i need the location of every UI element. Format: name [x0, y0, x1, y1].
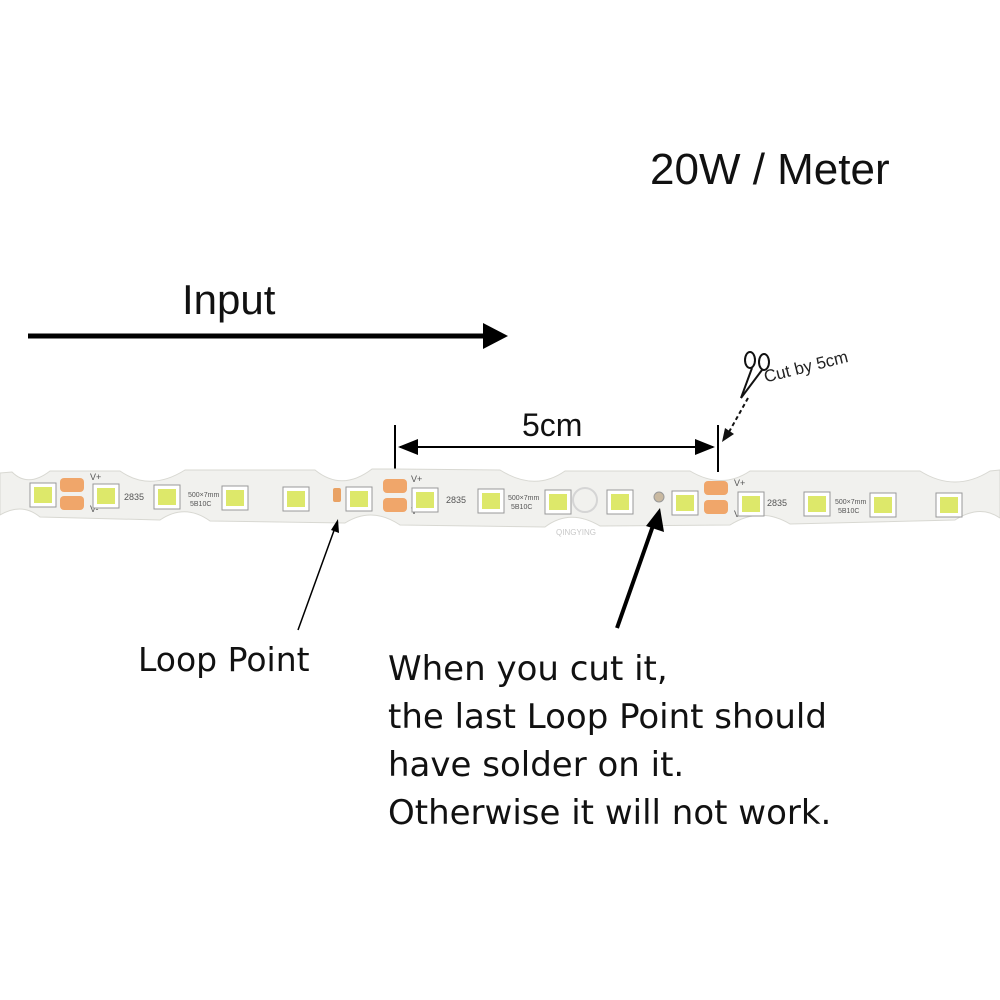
strip-spec-line1: 500×7mm: [835, 499, 866, 506]
watermark-logo-icon: [572, 487, 598, 513]
led-chip: [935, 492, 963, 518]
solder-dot: [653, 491, 665, 503]
input-arrow: [28, 323, 508, 349]
scissors-icon: [740, 351, 770, 399]
strip-markings: 2835 500×7mm 5B10C 2835 500×7mm 5B10C 28…: [124, 492, 866, 537]
cut-warning-note: When you cut it, the last Loop Point sho…: [388, 645, 831, 837]
led-chip: [803, 491, 831, 517]
solder-pads: [60, 478, 728, 514]
led-chip: [869, 492, 897, 518]
strip-spec-line1: 500×7mm: [508, 495, 539, 502]
note-line: Otherwise it will not work.: [388, 793, 832, 833]
pad-plus-label: V+: [734, 478, 745, 488]
led-chip: [737, 491, 765, 517]
led-chip: [345, 486, 373, 512]
led-chip: [477, 488, 505, 514]
input-direction-label: Input: [182, 276, 276, 323]
led-chip: [153, 484, 181, 510]
led-chip: [282, 486, 310, 512]
pad-minus-label: V-: [90, 504, 99, 514]
pad-plus-label: V+: [90, 472, 101, 482]
strip-spec-line2: 5B10C: [838, 508, 859, 515]
strip-spec-line2: 5B10C: [190, 501, 211, 508]
loop-point-label: Loop Point: [138, 640, 310, 679]
strip-spec-line2: 5B10C: [511, 504, 532, 511]
segment-length-label: 5cm: [522, 407, 583, 443]
note-line: When you cut it,: [388, 649, 668, 689]
led-model-label: 2835: [446, 495, 466, 505]
pad-plus-label: V+: [411, 474, 422, 484]
loop-point-arrow: [297, 519, 339, 631]
led-chip: [411, 487, 439, 513]
led-chip: [221, 485, 249, 511]
power-rating-label: 20W / Meter: [650, 145, 890, 194]
strip-spec-line1: 500×7mm: [188, 492, 219, 499]
led-model-label: 2835: [124, 492, 144, 502]
led-chip: [544, 489, 572, 515]
led-chip: [606, 489, 634, 515]
led-chip: [671, 490, 699, 516]
led-model-label: 2835: [767, 498, 787, 508]
dimension-line: [394, 425, 719, 472]
led-chips: [29, 482, 963, 518]
cut-point-arrow: [615, 508, 664, 629]
watermark-text: QINGYING: [556, 528, 596, 537]
note-line: the last Loop Point should: [388, 697, 827, 737]
cut-arrow: [722, 397, 749, 442]
led-chip: [92, 483, 120, 509]
led-chip: [29, 482, 57, 508]
note-line: have solder on it.: [388, 745, 685, 785]
